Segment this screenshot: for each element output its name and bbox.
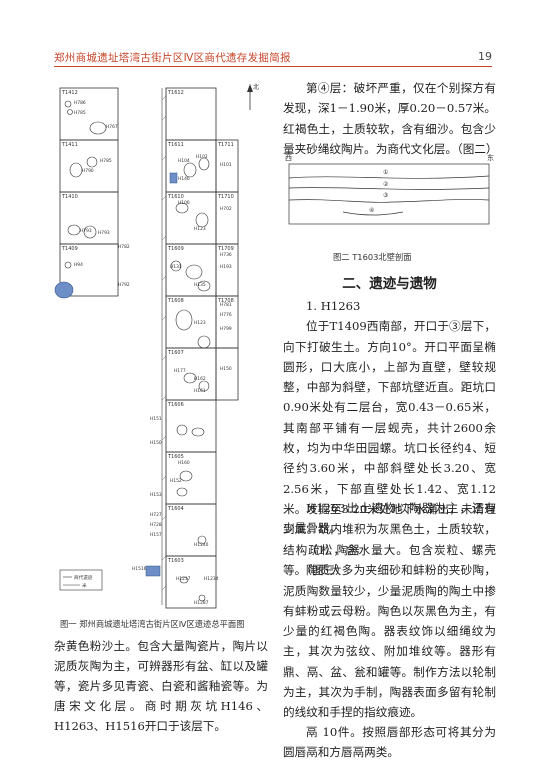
svg-text:T1410: T1410: [61, 194, 78, 200]
layer-label-4: ④: [369, 207, 374, 214]
svg-text:T1607: T1607: [167, 350, 184, 356]
pottery-block: （1）陶器 陶质大多为夹细砂和蚌粉的夹砂陶，泥质陶数量较少，少量泥质陶的陶土中掺…: [283, 540, 496, 723]
page-header: 郑州商城遗址塔湾古街片区Ⅳ区商代遗存发掘简报 19: [0, 0, 550, 68]
svg-text:T1409: T1409: [61, 246, 78, 252]
svg-text:H781: H781: [220, 302, 232, 308]
section-profile-svg: 西 东 ① ② ③ ④: [285, 153, 494, 225]
svg-text:T1606: T1606: [167, 402, 184, 408]
north-arrow-icon: 北: [247, 83, 259, 110]
header-rule: [54, 66, 492, 68]
subsection-pottery: （1）陶器: [306, 543, 360, 557]
svg-text:H94: H94: [74, 262, 83, 268]
svg-text:T1610: T1610: [167, 194, 184, 200]
svg-text:H152: H152: [170, 478, 182, 484]
svg-text:H728: H728: [150, 522, 162, 528]
svg-text:H150: H150: [150, 440, 162, 446]
section-profile-figure: 西 东 ① ② ③ ④: [283, 150, 496, 245]
svg-text:H151: H151: [150, 416, 162, 422]
svg-text:H785: H785: [100, 158, 112, 164]
svg-text:T1709: T1709: [217, 246, 234, 252]
svg-text:H792: H792: [118, 282, 130, 288]
svg-text:H150: H150: [220, 366, 232, 372]
subsection-h1263: 1. H1263: [306, 299, 361, 313]
pottery-paragraph: 陶质大多为夹细砂和蚌粉的夹砂陶，泥质陶数量较少，少量泥质陶的陶土中掺有蚌粉或云母…: [283, 563, 496, 720]
li-block: 鬲 10件。按照唇部形态可将其分为圆唇鬲和方唇鬲两类。: [283, 722, 496, 763]
svg-text:H161: H161: [194, 388, 206, 394]
svg-text:H782: H782: [118, 244, 130, 250]
svg-text:H135: H135: [194, 282, 206, 288]
running-title: 郑州商城遗址塔湾古街片区Ⅳ区商代遗存发掘简报: [54, 52, 291, 64]
pit-h1263-highlight: [54, 281, 74, 299]
section-title: 二、遗迹与遗物: [342, 276, 437, 292]
svg-text:H799: H799: [220, 326, 232, 332]
svg-text:H153: H153: [150, 492, 162, 498]
svg-text:T1710: T1710: [217, 194, 234, 200]
svg-text:T1605: T1605: [167, 454, 184, 460]
svg-text:H123: H123: [194, 320, 206, 326]
svg-text:H1217: H1217: [176, 576, 191, 582]
left-body-text: 杂黄色粉沙土。包含大量陶瓷片，陶片以泥质灰陶为主，可辨器形有盆、缸以及罐等，瓷片…: [54, 639, 268, 733]
north-label: 北: [253, 83, 259, 91]
layer4-paragraph: 第④层：破坏严重，仅在个别探方有发现，深1－1.90米，厚0.20－0.57米。…: [283, 81, 498, 156]
svg-text:H767: H767: [106, 124, 118, 130]
right-top-paragraph: 第④层：破坏严重，仅在个别探方有发现，深1－1.90米，厚0.20－0.57米。…: [283, 78, 498, 159]
svg-text:H776: H776: [220, 312, 232, 318]
svg-text:T1412: T1412: [61, 90, 78, 96]
svg-text:H1287: H1287: [194, 600, 209, 606]
svg-text:H1234: H1234: [204, 576, 219, 582]
svg-text:T1611: T1611: [167, 142, 184, 148]
svg-text:H162: H162: [194, 376, 206, 382]
svg-text:H102: H102: [196, 154, 208, 160]
figure1-caption: 图一 郑州商城遗址塔湾古街片区Ⅳ区遗迹总平面图: [60, 619, 245, 629]
svg-text:T1609: T1609: [167, 246, 184, 252]
svg-text:T1604: T1604: [167, 506, 184, 512]
svg-text:T1411: T1411: [61, 142, 78, 148]
svg-text:H793: H793: [80, 228, 92, 234]
svg-text:H790: H790: [82, 168, 94, 174]
svg-text:H793: H793: [98, 230, 110, 236]
layer-label-1: ①: [383, 169, 388, 176]
relics-block: H1263出土遗物以陶器为主，还有少量骨器。: [283, 498, 496, 539]
svg-text:H101: H101: [220, 162, 232, 168]
svg-text:H702: H702: [220, 206, 232, 212]
legend-label: 商代遗迹: [74, 574, 93, 581]
relics-paragraph: H1263出土遗物以陶器为主，还有少量骨器。: [283, 501, 496, 536]
svg-text:T1711: T1711: [217, 142, 234, 148]
west-label: 西: [285, 154, 292, 162]
svg-text:H785: H785: [74, 110, 86, 116]
svg-text:H131: H131: [170, 264, 182, 270]
svg-text:T1708: T1708: [217, 298, 234, 304]
pit-h1516-highlight: [145, 565, 161, 577]
svg-text:H736: H736: [220, 252, 232, 258]
svg-text:T1612: T1612: [167, 90, 184, 96]
figure2-caption: 图二 T1603北壁剖面: [333, 252, 412, 262]
svg-text:H177: H177: [174, 368, 186, 374]
svg-text:H786: H786: [74, 100, 86, 106]
svg-text:H727: H727: [150, 512, 162, 518]
page-number: 19: [478, 50, 492, 63]
svg-text:H146: H146: [178, 176, 190, 182]
legend-sublabel: 米: [82, 582, 87, 589]
east-label: 东: [487, 153, 494, 162]
h1263-paragraph: 位于T1409西南部，开口于③层下，向下打破生土。方向10°。开口平面呈椭圆形，…: [283, 319, 496, 577]
svg-text:H1240: H1240: [194, 542, 209, 548]
svg-text:H160: H160: [178, 460, 190, 466]
h1263-block: 1. H1263 位于T1409西南部，开口于③层下，向下打破生土。方向10°。…: [283, 296, 496, 580]
svg-text:T1608: T1608: [167, 298, 184, 304]
li-paragraph: 鬲 10件。按照唇部形态可将其分为圆唇鬲和方唇鬲两类。: [283, 725, 496, 760]
legend: 商代遗迹 米: [59, 569, 103, 591]
svg-text:T1603: T1603: [167, 558, 184, 564]
svg-text:H106: H106: [178, 200, 190, 206]
layer-label-2: ②: [383, 181, 389, 188]
svg-text:H123: H123: [194, 226, 206, 232]
pit-h146-highlight: [169, 172, 178, 184]
svg-text:H193: H193: [220, 264, 232, 270]
svg-text:H104: H104: [178, 158, 190, 164]
svg-text:H157: H157: [150, 532, 162, 538]
layer-label-3: ③: [383, 192, 388, 199]
svg-text:H1516: H1516: [132, 566, 147, 572]
